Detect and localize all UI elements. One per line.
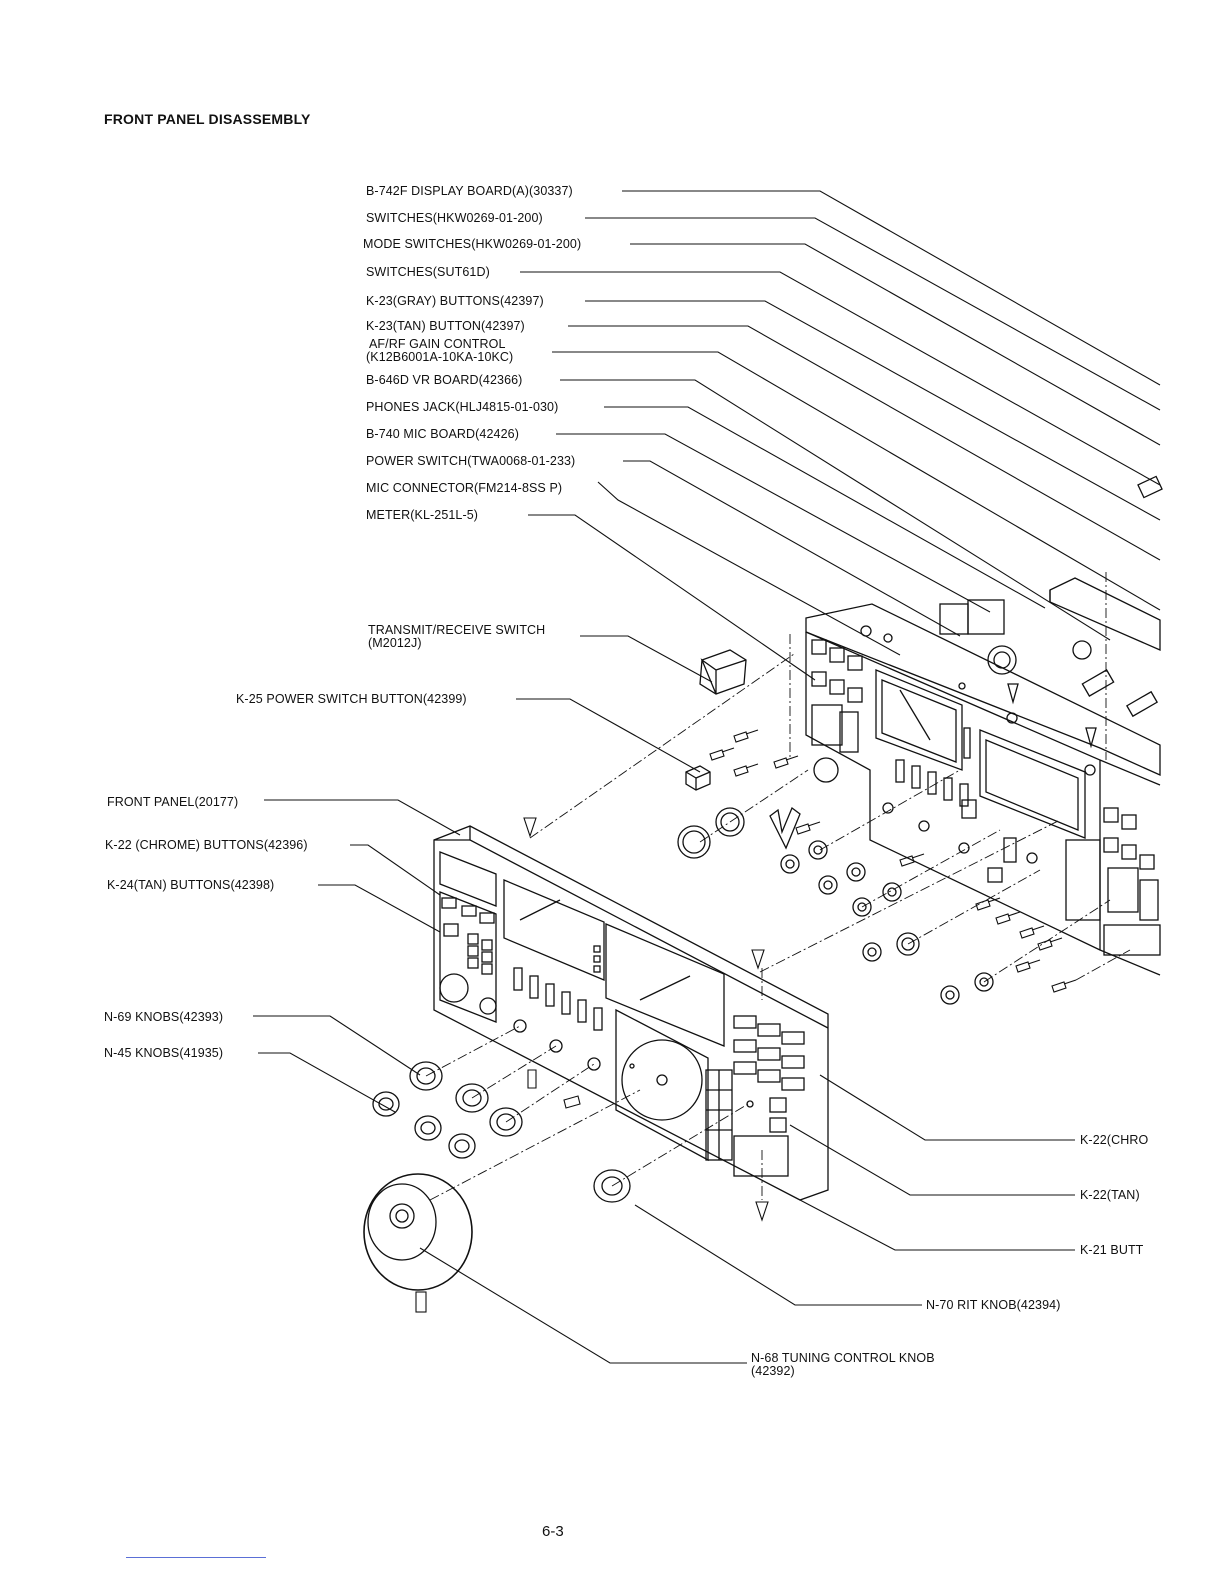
label-switches-sut: SWITCHES(SUT61D) [366, 265, 490, 279]
small-knobs [372, 1061, 631, 1203]
label-k23-gray: K-23(GRAY) BUTTONS(42397) [366, 294, 544, 308]
label-tr-switch-part: (M2012J) [368, 636, 422, 650]
power-button [685, 765, 711, 791]
label-b740: B-740 MIC BOARD(42426) [366, 427, 519, 441]
rear-chassis [805, 475, 1163, 976]
page-number: 6-3 [542, 1523, 564, 1540]
label-mic-connector: MIC CONNECTOR(FM214-8SS P) [366, 481, 563, 495]
label-afrf-gain: AF/RF GAIN CONTROL [369, 337, 506, 351]
label-k22-tan-right: K-22(TAN) [1080, 1188, 1140, 1202]
label-phones-jack: PHONES JACK(HLJ4815-01-030) [366, 400, 559, 414]
label-k25: K-25 POWER SWITCH BUTTON(42399) [236, 692, 467, 706]
tuning-knob [363, 1173, 473, 1291]
label-power-switch: POWER SWITCH(TWA0068-01-233) [366, 454, 576, 468]
label-k22-chrome: K-22 (CHROME) BUTTONS(42396) [105, 838, 308, 852]
label-k21: K-21 BUTT [1080, 1243, 1144, 1257]
hardware [415, 729, 1077, 1313]
label-switches: SWITCHES(HKW0269-01-200) [366, 211, 543, 225]
label-n69: N-69 KNOBS(42393) [104, 1010, 224, 1024]
front-panel [433, 825, 829, 1201]
label-b646d: B-646D VR BOARD(42366) [366, 373, 523, 387]
label-afrf-part: (K12B6001A-10KA-10KC) [366, 350, 514, 364]
label-n68-part: (42392) [751, 1364, 795, 1378]
label-tr-switch: TRANSMIT/RECEIVE SWITCH [368, 623, 546, 637]
label-k24-tan: K-24(TAN) BUTTONS(42398) [107, 878, 275, 892]
label-b742f: B-742F DISPLAY BOARD(A)(30337) [366, 184, 573, 198]
label-mode-switches: MODE SWITCHES(HKW0269-01-200) [363, 237, 582, 251]
alignment-lines [425, 572, 1131, 1201]
label-n68: N-68 TUNING CONTROL KNOB [751, 1351, 935, 1365]
label-meter: METER(KL-251L-5) [366, 508, 479, 522]
label-k22-chro: K-22(CHRO [1080, 1133, 1149, 1147]
label-k23-tan: K-23(TAN) BUTTON(42397) [366, 319, 525, 333]
label-front-panel: FRONT PANEL(20177) [107, 795, 239, 809]
footer-rule [126, 1557, 266, 1558]
tr-switch [699, 649, 747, 695]
label-n45: N-45 KNOBS(41935) [104, 1046, 224, 1060]
page-title: FRONT PANEL DISASSEMBLY [104, 111, 311, 127]
label-n70: N-70 RIT KNOB(42394) [926, 1298, 1061, 1312]
leader-lines [253, 190, 1161, 1364]
